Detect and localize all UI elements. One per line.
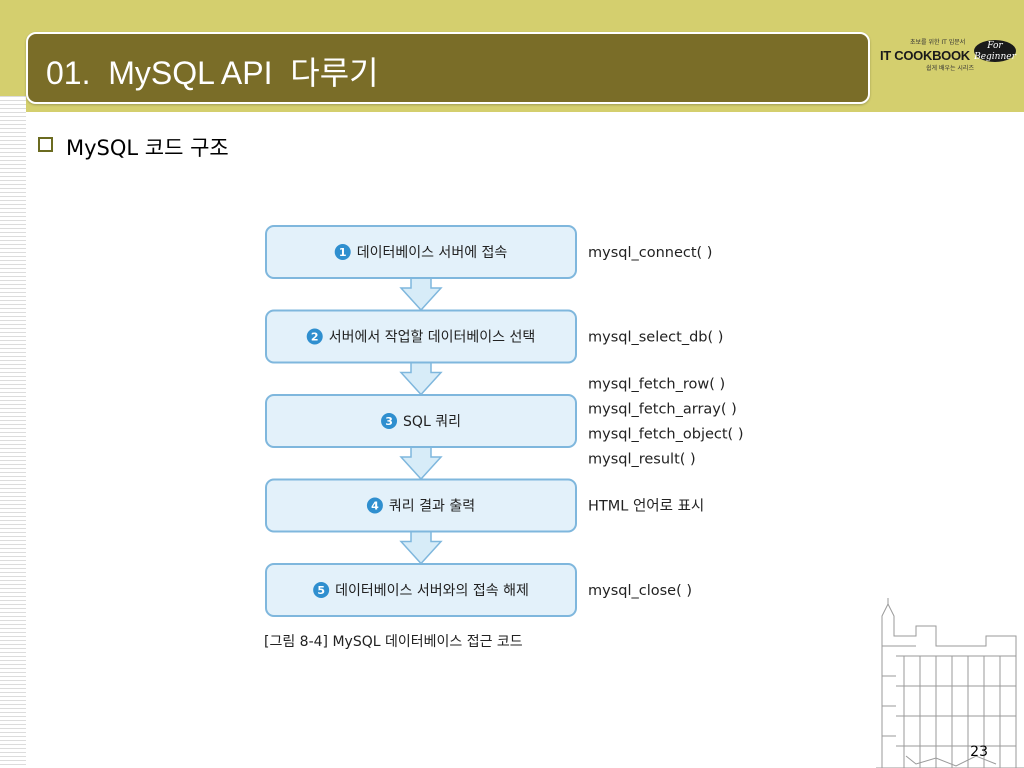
figure-caption: [그림 8-4] MySQL 데이터베이스 접근 코드: [264, 634, 523, 650]
it-cookbook-logo: 초보를 위한 IT 입문서 IT COOKBOOK 쉽게 배우는 시리즈 For…: [878, 36, 1018, 76]
step-label: SQL 쿼리: [403, 414, 461, 430]
flow-step-4: 쿼리 결과 출력 4 HTML 언어로 표시: [265, 478, 704, 565]
step-number: 2: [311, 331, 319, 344]
title-bar: 01. MySQL API 다루기: [26, 32, 870, 104]
step-function-label: mysql_close( ): [588, 583, 692, 599]
step-box: [265, 394, 577, 448]
step-label: 데이터베이스 서버에 접속: [357, 245, 508, 261]
step-label: 서버에서 작업할 데이터베이스 선택: [329, 330, 536, 346]
step-number-badge-icon: [381, 413, 398, 429]
badge-line-2: Beginner: [974, 52, 1016, 62]
step-number-badge-icon: [313, 582, 330, 598]
mysql-flow-diagram: 데이터베이스 서버에 접속 1 mysql_connect( ) 서버에서 작업할 데…: [264, 225, 743, 650]
step-box: [265, 309, 577, 364]
flow-step-1: 데이터베이스 서버에 접속 1 mysql_connect( ): [265, 225, 712, 312]
step-function-label: mysql_connect( ): [588, 245, 712, 261]
flow-step-3: SQL 쿼리 3 mysql_fetch_row( ) mysql_fetch_arr…: [265, 377, 743, 481]
page-number: 23: [970, 744, 988, 760]
step-number: 1: [339, 246, 347, 259]
down-arrow-icon: [399, 361, 443, 396]
down-arrow-icon: [399, 277, 443, 312]
step-box: [265, 478, 577, 533]
step-label: 데이터베이스 서버와의 접속 해제: [335, 583, 529, 599]
step-function-label: mysql_fetch_array( ): [588, 402, 737, 418]
flow-step-2: 서버에서 작업할 데이터베이스 선택 2 mysql_select_db( ): [265, 309, 723, 396]
step-function-label: HTML 언어로 표시: [588, 498, 704, 515]
left-decorative-stripes: [0, 96, 26, 768]
checkbox-bullet-icon: [38, 137, 53, 152]
step-function-label: mysql_fetch_object( ): [588, 427, 743, 443]
step-number-badge-icon: [366, 497, 383, 514]
bullet-text: MySQL 코드 구조: [66, 136, 229, 160]
logo-tagline-bottom: 쉽게 배우는 시리즈: [926, 65, 974, 72]
step-number-badge-icon: [306, 328, 323, 345]
down-arrow-icon: [399, 446, 443, 481]
building-illustration: [876, 598, 1024, 768]
step-function-label: mysql_select_db( ): [588, 330, 723, 346]
step-function-label: mysql_result( ): [588, 452, 696, 468]
down-arrow-icon: [399, 530, 443, 565]
step-function-label: mysql_fetch_row( ): [588, 377, 725, 393]
badge-line-1: For: [987, 41, 1003, 51]
step-number: 3: [385, 415, 393, 428]
for-beginner-badge: For Beginner: [974, 40, 1016, 62]
step-number: 4: [371, 500, 379, 513]
step-box: [265, 225, 577, 279]
step-label: 쿼리 결과 출력: [389, 499, 475, 515]
step-number: 5: [317, 584, 325, 597]
logo-tagline-top: 초보를 위한 IT 입문서: [910, 39, 966, 46]
step-number-badge-icon: [334, 244, 351, 260]
flow-step-5: 데이터베이스 서버와의 접속 해제 5 mysql_close( ): [265, 563, 692, 617]
logo-text: IT COOKBOOK: [880, 48, 970, 63]
step-box: [265, 563, 577, 617]
slide-title: 01. MySQL API 다루기: [46, 55, 379, 91]
